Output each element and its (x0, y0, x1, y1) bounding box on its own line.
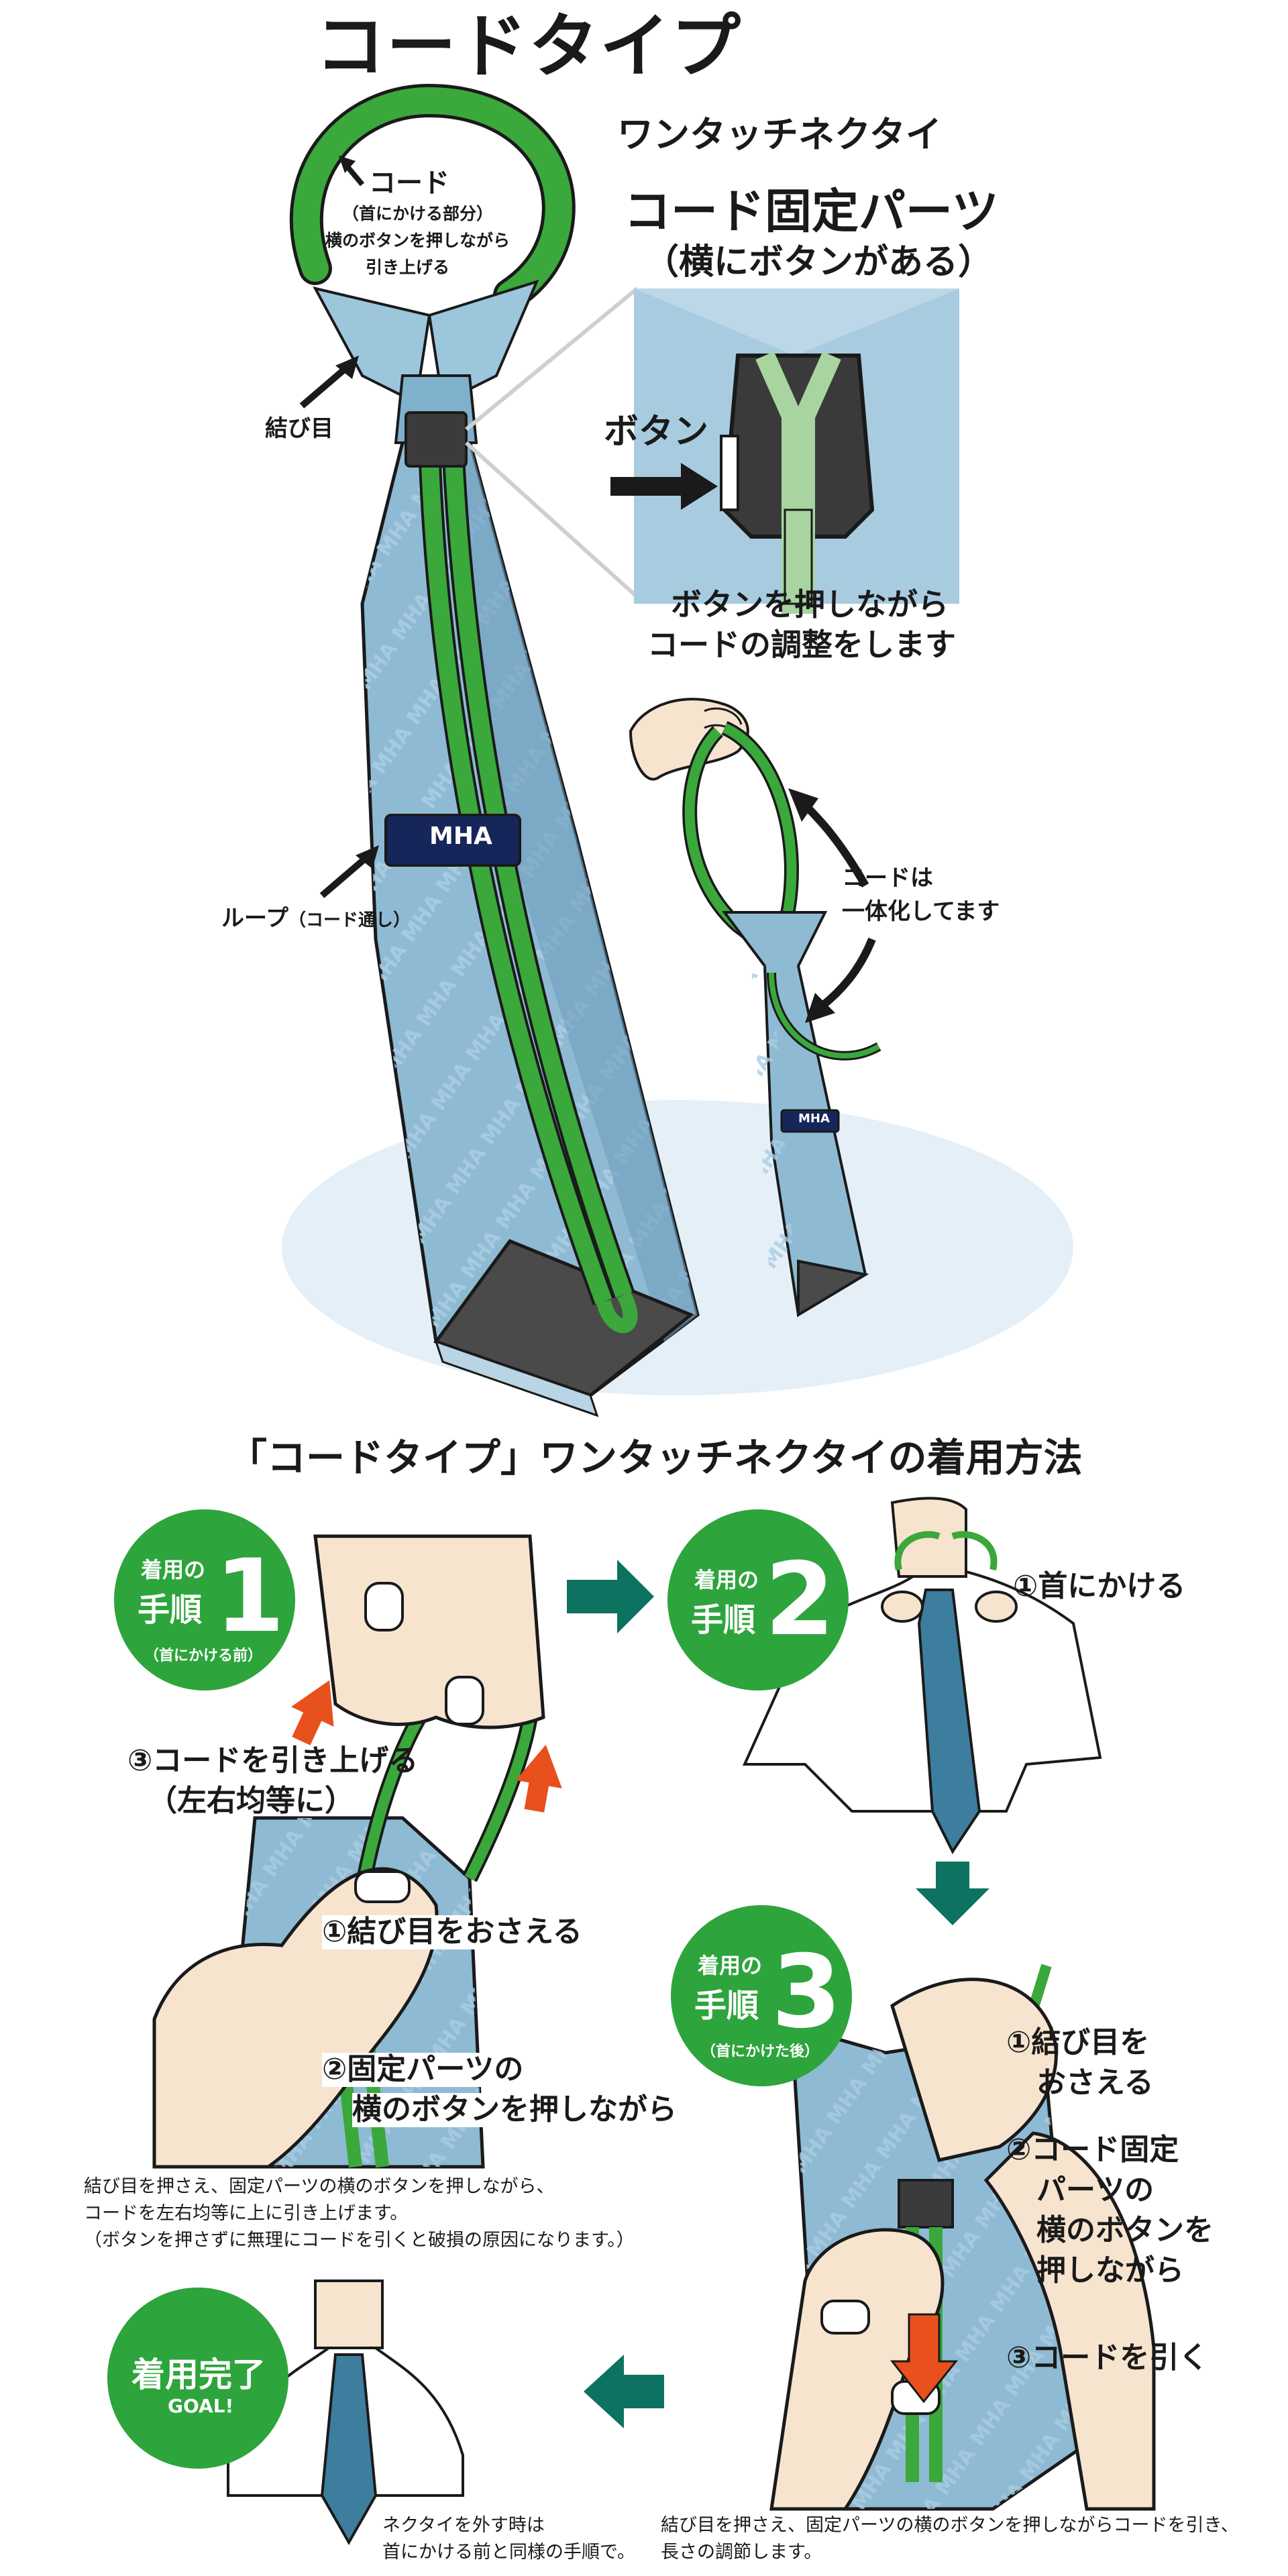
loop-label-paren: （コード通し） (288, 910, 411, 930)
loop-label-main: ループ (221, 905, 288, 932)
howto-title: 「コードタイプ」ワンタッチネクタイの着用方法 (228, 1435, 1083, 1481)
step1-word: 手順 (138, 1591, 203, 1629)
goal-note-1: ネクタイを外す時は (382, 2515, 545, 2536)
step1-press-1: ②固定パーツの (322, 2052, 524, 2087)
knot-label: 結び目 (265, 415, 333, 442)
step1-caption: （首にかける前） (144, 1648, 263, 1664)
step2-prefix: 着用の (694, 1567, 759, 1593)
step2-number: 2 (765, 1542, 835, 1658)
loop-label: ループ（コード通し） (221, 905, 411, 932)
curved-arrow-down (819, 937, 876, 1010)
arrow-step1-to-2 (567, 1560, 654, 1633)
zoom-lines (464, 286, 639, 599)
product-name: ワンタッチネクタイ (617, 113, 942, 156)
integrated-line-2: 一体化してます (842, 898, 1000, 925)
step3-press-2: パーツの (1036, 2173, 1155, 2207)
step3-press-1: ②コード固定 (1006, 2133, 1179, 2167)
step3-press-3: 横のボタンを (1036, 2213, 1214, 2247)
fixing-part-sub: （横にボタンがある） (644, 242, 994, 282)
step1-prefix: 着用の (141, 1557, 206, 1582)
tie-collar-right (427, 279, 539, 405)
step2-word: 手順 (691, 1601, 756, 1639)
goal-badge: 着用完了 GOAL! (107, 2288, 288, 2469)
step2-badge: 着用の 手順 2 (667, 1509, 849, 1690)
cord-label: コード (369, 168, 449, 199)
step1-pull-2: （左右均等に） (148, 1784, 354, 1818)
goal-note-2: 首にかける前と同様の手順で。 (382, 2542, 635, 2563)
step1-number: 1 (215, 1538, 285, 1655)
arrow-step3-to-goal (584, 2355, 664, 2428)
step1-note-3: （ボタンを押さずに無理にコードを引くと破損の原因になります。） (84, 2230, 635, 2251)
cord-desc-2: 引き上げる (366, 258, 450, 277)
step3-caption: （首にかけた後） (701, 2043, 820, 2060)
cord-desc-1: 横のボタンを押しながら (325, 231, 511, 250)
step1-press-2: 横のボタンを押しながら (352, 2092, 677, 2127)
step2-neck: ①首にかける (1013, 1569, 1186, 1603)
step3-scene (769, 1964, 1156, 2511)
cord-paren: （首にかける部分） (342, 204, 494, 223)
orange-arrow-left (291, 1680, 334, 1746)
small-brand-tag-text: MHA (798, 1112, 830, 1126)
fixing-part-small (405, 411, 468, 468)
button-label: ボタン (604, 412, 709, 452)
adjust-line-1: ボタンを押しながら (671, 586, 949, 623)
step1-note-2: コードを左右均等に上に引き上げます。 (84, 2203, 409, 2224)
adjust-line-2: コードの調整をします (647, 627, 956, 663)
zoom-panel (634, 288, 959, 614)
arrow-step2-to-3 (916, 1862, 989, 1925)
integrated-line-1: コードは (842, 865, 933, 892)
step1-note-1: 結び目を押さえ、固定パーツの横のボタンを押しながら、 (84, 2176, 555, 2197)
step3-number: 3 (771, 1934, 842, 2051)
orange-arrow-down (890, 2313, 959, 2404)
step3-hold-2: おさえる (1036, 2065, 1154, 2100)
fixing-part-title: コード固定パーツ (624, 184, 999, 239)
step1-pull-1: ③コードを引き上げる (127, 1743, 419, 1778)
goal-sub: GOAL! (168, 2395, 234, 2417)
step3-pull: ③コードを引く (1006, 2341, 1209, 2375)
step1-hold: ①結び目をおさえる (322, 1915, 582, 1949)
step3-note-2: 長さの調節します。 (661, 2542, 822, 2563)
step1-badge: 着用の 手順 1 （首にかける前） (114, 1509, 295, 1690)
page-title: コードタイプ (315, 5, 743, 87)
step3-press-4: 押しながら (1036, 2253, 1184, 2288)
brand-tag-text: MHA (429, 822, 492, 850)
small-tie-tag (780, 1109, 840, 1133)
orange-arrow-right (515, 1744, 562, 1813)
goal-label: 着用完了 (131, 2355, 266, 2394)
knot-pointer-arrow (299, 363, 352, 409)
step3-note-1: 結び目を押さえ、固定パーツの横のボタンを押しながらコードを引き、 (661, 2515, 1239, 2536)
step3-prefix: 着用の (698, 1953, 763, 1978)
loop-pointer-arrow (319, 853, 372, 898)
step3-word: 手順 (694, 1987, 759, 2025)
loop-tag (384, 814, 521, 867)
step3-badge: 着用の 手順 3 （首にかけた後） (671, 1905, 852, 2086)
step3-hold-1: ①結び目を (1006, 2025, 1150, 2059)
